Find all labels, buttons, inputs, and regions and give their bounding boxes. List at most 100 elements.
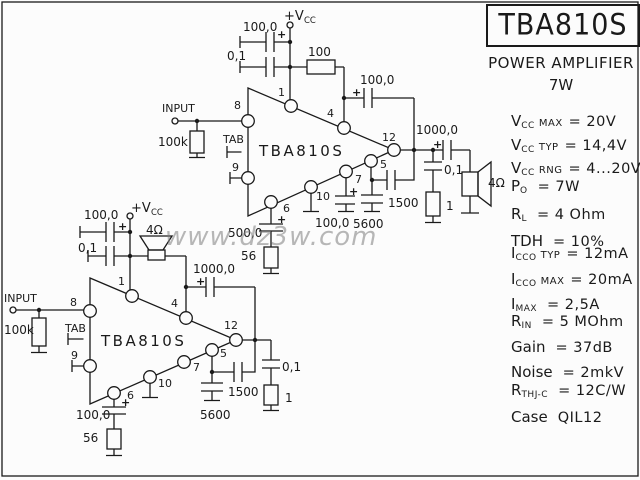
junction-dots-bottom <box>36 229 258 375</box>
spec-row: RIN= 5 MOhm <box>511 312 624 331</box>
spec-row: PO= 7W <box>511 177 580 196</box>
cap-pin5-feedback-label: 1500 <box>388 196 419 210</box>
vcc-label: +V <box>284 9 304 24</box>
cap-bootstrap-label: 100,0 <box>360 73 394 87</box>
pin4-label: 4 <box>171 297 178 310</box>
resistor-zobel-1 <box>425 191 441 217</box>
cap-output-label: 1000,0 <box>416 123 458 137</box>
resistor-100 <box>306 59 336 75</box>
pin9-label: 9 <box>71 349 78 362</box>
spec-row: IMAX= 2,5A <box>511 295 600 314</box>
plus-sign: + <box>277 213 286 226</box>
cap-pin5-feedback-label: 1500 <box>228 385 259 399</box>
speaker-impedance-label: 4Ω <box>146 223 163 237</box>
pin-circles-bottom <box>83 289 243 400</box>
vcc-terminal <box>126 212 134 220</box>
plus-sign: + <box>433 138 442 151</box>
cap-output-label: 1000,0 <box>193 262 235 276</box>
pin9-label: 9 <box>232 161 239 174</box>
cap-pin6-label: 100,0 <box>76 408 110 422</box>
cap-decouple2-label: 0,1 <box>78 241 97 255</box>
pin6-label: 6 <box>127 389 134 402</box>
input-label: INPUT <box>162 102 195 115</box>
speaker-icon <box>138 235 174 261</box>
ic-name: TBA810S <box>100 332 186 350</box>
cap-pin5-ground-label: 5600 <box>353 217 384 231</box>
plus-sign: + <box>277 28 286 41</box>
plus-sign: + <box>352 86 361 99</box>
pin8-label: 8 <box>70 296 77 309</box>
pin8-label: 8 <box>234 99 241 112</box>
resistor-100-label: 100 <box>308 45 331 59</box>
cap-decouple1-label: 100,0 <box>84 208 118 222</box>
pin5-label: 5 <box>220 347 227 360</box>
cap-pin7-label: 100,0 <box>315 216 349 230</box>
vcc-sub-label: CC <box>304 16 316 26</box>
amp-circuit-top <box>171 21 492 275</box>
resistor-input-label: 100k <box>4 323 34 337</box>
pin1-label: 1 <box>278 86 285 99</box>
labels-top: +V CC 100,0 + 0,1 100 100,0 + INPUT 100k… <box>158 9 505 263</box>
tab-label: TAB <box>222 133 244 146</box>
amp-circuit-bottom <box>9 212 280 457</box>
opamp-triangle-top <box>247 87 396 218</box>
wires-top <box>178 28 479 275</box>
cap-pin6-label: 500,0 <box>228 226 262 240</box>
cap-decouple2-label: 0,1 <box>227 49 246 63</box>
resistor-pin6-label: 56 <box>241 249 256 263</box>
power-rating: 7W <box>548 76 574 94</box>
pin7-label: 7 <box>193 361 200 374</box>
vcc-terminal <box>286 21 294 29</box>
cap-pin5-ground-label: 5600 <box>200 408 231 422</box>
plus-sign: + <box>121 396 130 409</box>
vcc-sub-label: CC <box>151 208 163 218</box>
input-terminal <box>171 117 179 125</box>
speaker-impedance-label: 4Ω <box>488 176 505 190</box>
labels-bottom: +V CC 100,0 + 0,1 4Ω 1000,0 + INPUT 100k… <box>4 201 301 445</box>
resistor-zobel-label: 1 <box>446 199 454 213</box>
input-label: INPUT <box>4 292 37 305</box>
speaker-icon <box>461 160 492 208</box>
spec-row: Gain= 37dB <box>511 337 613 356</box>
resistor-zobel-label: 1 <box>285 391 293 405</box>
plus-sign: + <box>118 220 127 233</box>
pin10-label: 10 <box>158 377 172 390</box>
resistor-pin6-label: 56 <box>83 431 98 445</box>
pin5-label: 5 <box>380 158 387 171</box>
pin6-label: 6 <box>283 202 290 215</box>
resistor-zobel-1 <box>263 384 279 406</box>
ic-name: TBA810S <box>258 142 344 160</box>
vcc-label: +V <box>131 201 151 216</box>
plus-sign: + <box>349 185 358 198</box>
tab-label: TAB <box>64 322 86 335</box>
spec-group-output: PO= 7W RL= 4 Ohm TDH= 10% <box>511 175 606 258</box>
junction-dots-top <box>194 39 436 183</box>
spec-group-input: RIN= 5 MOhm Gain= 37dB Noise= 2mkV <box>511 311 624 388</box>
spec-row: RL= 4 Ohm <box>511 204 606 224</box>
part-number-title: TBA810S <box>498 8 628 43</box>
opamp-triangle-bottom <box>89 277 238 405</box>
cap-decouple1-label: 100,0 <box>243 20 277 34</box>
plus-sign: + <box>196 275 205 288</box>
resistor-56 <box>106 428 122 450</box>
pin12-label: 12 <box>382 131 396 144</box>
subtitle: POWER AMPLIFIER <box>488 54 634 72</box>
pin12-label: 12 <box>224 319 238 332</box>
spec-row: RTHJ-C= 12C/W <box>511 381 627 400</box>
resistor-input-label: 100k <box>158 135 188 149</box>
pin1-label: 1 <box>118 275 125 288</box>
terminals-bottom <box>9 212 134 314</box>
resistor-100k <box>189 130 205 154</box>
pin4-label: 4 <box>327 107 334 120</box>
